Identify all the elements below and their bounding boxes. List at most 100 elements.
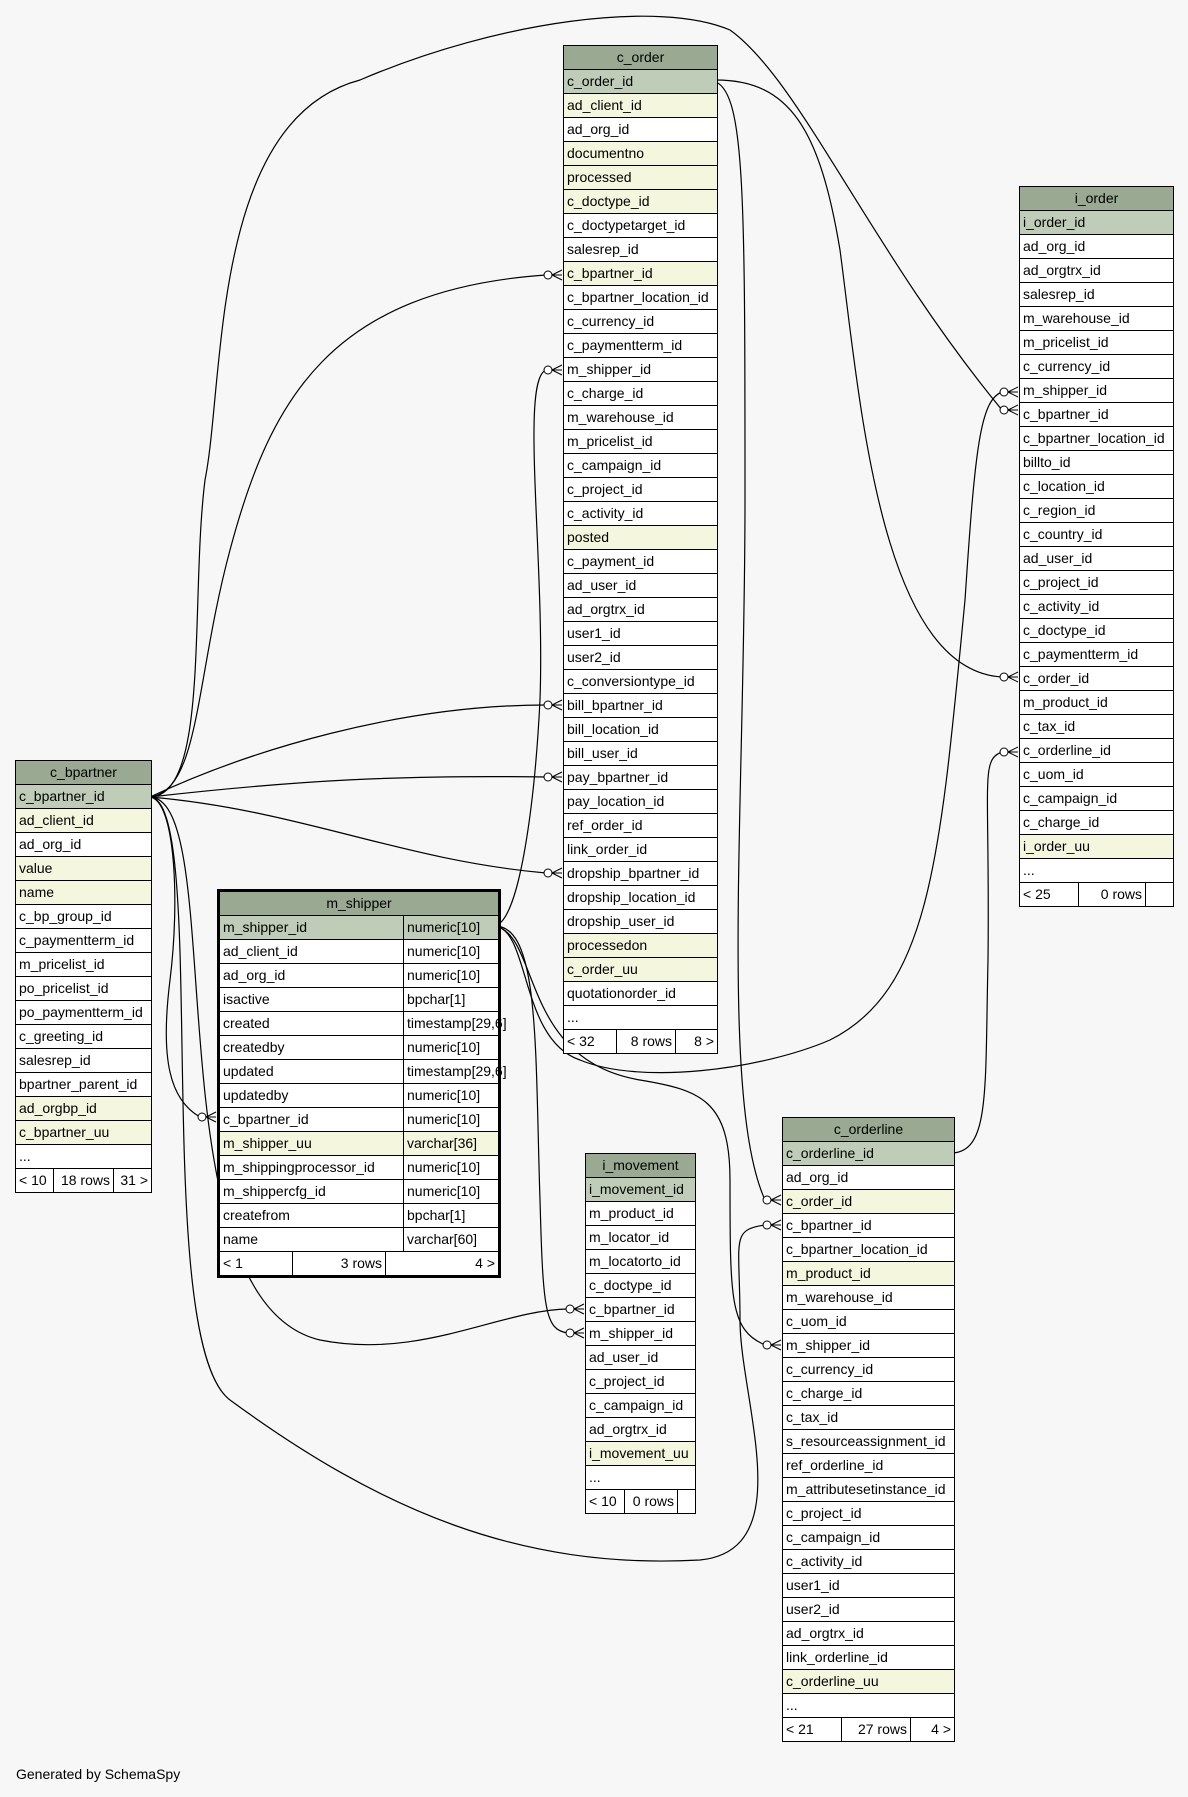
- column-row[interactable]: c_location_id: [1020, 475, 1173, 499]
- column-row[interactable]: c_bpartner_id: [564, 262, 717, 286]
- parents-count[interactable]: < 1: [223, 1255, 243, 1271]
- column-row[interactable]: m_shipper_id: [586, 1322, 695, 1346]
- column-row[interactable]: c_activity_id: [564, 502, 717, 526]
- column-row[interactable]: c_bpartner_id: [586, 1298, 695, 1322]
- column-row[interactable]: c_order_uu: [564, 958, 717, 982]
- column-row[interactable]: bill_user_id: [564, 742, 717, 766]
- column-row[interactable]: user1_id: [564, 622, 717, 646]
- column-row[interactable]: ad_orgtrx_id: [783, 1622, 954, 1646]
- column-row[interactable]: m_shipper_id: [1020, 379, 1173, 403]
- column-row[interactable]: c_campaign_id: [564, 454, 717, 478]
- column-row[interactable]: dropship_location_id: [564, 886, 717, 910]
- column-row[interactable]: m_shipper_id: [783, 1334, 954, 1358]
- parents-count[interactable]: < 32: [567, 1033, 595, 1049]
- column-row[interactable]: bpartner_parent_id: [16, 1073, 151, 1097]
- column-row[interactable]: quotationorder_id: [564, 982, 717, 1006]
- column-row[interactable]: m_product_id: [1020, 691, 1173, 715]
- children-count[interactable]: 8 >: [675, 1030, 717, 1053]
- column-row[interactable]: c_paymentterm_id: [564, 334, 717, 358]
- column-row[interactable]: ...: [586, 1466, 695, 1490]
- children-count[interactable]: 31 >: [113, 1169, 151, 1192]
- column-row[interactable]: c_doctype_id: [564, 190, 717, 214]
- column-row[interactable]: bill_location_id: [564, 718, 717, 742]
- column-row[interactable]: ad_user_id: [586, 1346, 695, 1370]
- column-row[interactable]: processedon: [564, 934, 717, 958]
- column-row[interactable]: c_activity_id: [1020, 595, 1173, 619]
- column-row[interactable]: po_paymentterm_id: [16, 1001, 151, 1025]
- column-row[interactable]: c_paymentterm_id: [16, 929, 151, 953]
- column-row[interactable]: m_warehouse_id: [1020, 307, 1173, 331]
- column-row[interactable]: salesrep_id: [1020, 283, 1173, 307]
- column-row[interactable]: c_orderline_id: [783, 1142, 954, 1166]
- column-row[interactable]: c_order_id: [783, 1190, 954, 1214]
- column-row[interactable]: c_currency_id: [564, 310, 717, 334]
- column-row[interactable]: ...: [1020, 859, 1173, 883]
- column-row[interactable]: c_payment_id: [564, 550, 717, 574]
- column-row[interactable]: ad_client_id: [16, 809, 151, 833]
- column-row[interactable]: ad_orgtrx_id: [564, 598, 717, 622]
- table-title[interactable]: c_bpartner: [16, 761, 151, 785]
- column-row[interactable]: c_bpartner_location_id: [1020, 427, 1173, 451]
- column-row[interactable]: c_charge_id: [1020, 811, 1173, 835]
- column-row[interactable]: salesrep_id: [16, 1049, 151, 1073]
- column-row[interactable]: ad_user_id: [564, 574, 717, 598]
- column-row[interactable]: ...: [16, 1145, 151, 1169]
- column-row[interactable]: ad_orgtrx_id: [586, 1418, 695, 1442]
- column-row[interactable]: c_project_id: [586, 1370, 695, 1394]
- column-row[interactable]: c_currency_id: [1020, 355, 1173, 379]
- column-row[interactable]: m_attributesetinstance_id: [783, 1478, 954, 1502]
- column-row[interactable]: c_order_id: [1020, 667, 1173, 691]
- children-count[interactable]: [677, 1490, 695, 1513]
- parents-count[interactable]: < 25: [1023, 886, 1051, 902]
- children-count[interactable]: [1145, 883, 1173, 906]
- column-row[interactable]: c_country_id: [1020, 523, 1173, 547]
- column-row[interactable]: c_greeting_id: [16, 1025, 151, 1049]
- column-row[interactable]: s_resourceassignment_id: [783, 1430, 954, 1454]
- column-row[interactable]: m_product_id: [586, 1202, 695, 1226]
- column-row[interactable]: bill_bpartner_id: [564, 694, 717, 718]
- column-row[interactable]: m_locatorto_id: [586, 1250, 695, 1274]
- column-row[interactable]: ad_org_id: [16, 833, 151, 857]
- column-row[interactable]: c_orderline_id: [1020, 739, 1173, 763]
- column-row[interactable]: m_warehouse_id: [783, 1286, 954, 1310]
- column-row[interactable]: ref_orderline_id: [783, 1454, 954, 1478]
- column-row[interactable]: user1_id: [783, 1574, 954, 1598]
- table-title[interactable]: i_order: [1020, 187, 1173, 211]
- column-row[interactable]: value: [16, 857, 151, 881]
- column-row[interactable]: ...: [783, 1694, 954, 1718]
- column-row[interactable]: m_shipper_id: [564, 358, 717, 382]
- column-row[interactable]: posted: [564, 526, 717, 550]
- column-row[interactable]: ad_org_id: [783, 1166, 954, 1190]
- column-row[interactable]: c_doctypetarget_id: [564, 214, 717, 238]
- column-row[interactable]: c_doctype_id: [586, 1274, 695, 1298]
- column-row[interactable]: i_order_uu: [1020, 835, 1173, 859]
- column-row[interactable]: link_orderline_id: [783, 1646, 954, 1670]
- children-count[interactable]: 4 >: [385, 1252, 498, 1275]
- column-row[interactable]: dropship_user_id: [564, 910, 717, 934]
- column-row[interactable]: ad_orgtrx_id: [1020, 259, 1173, 283]
- column-row[interactable]: user2_id: [564, 646, 717, 670]
- column-row[interactable]: c_tax_id: [783, 1406, 954, 1430]
- column-row[interactable]: c_charge_id: [564, 382, 717, 406]
- column-row[interactable]: m_pricelist_id: [564, 430, 717, 454]
- column-row[interactable]: ...: [564, 1006, 717, 1030]
- column-row[interactable]: c_campaign_id: [586, 1394, 695, 1418]
- column-row[interactable]: m_pricelist_id: [16, 953, 151, 977]
- column-row[interactable]: c_activity_id: [783, 1550, 954, 1574]
- column-row[interactable]: i_order_id: [1020, 211, 1173, 235]
- column-row[interactable]: c_orderline_uu: [783, 1670, 954, 1694]
- column-row[interactable]: c_campaign_id: [1020, 787, 1173, 811]
- column-row[interactable]: c_uom_id: [1020, 763, 1173, 787]
- column-row[interactable]: c_charge_id: [783, 1382, 954, 1406]
- column-row[interactable]: m_locator_id: [586, 1226, 695, 1250]
- parents-count[interactable]: < 21: [786, 1721, 814, 1737]
